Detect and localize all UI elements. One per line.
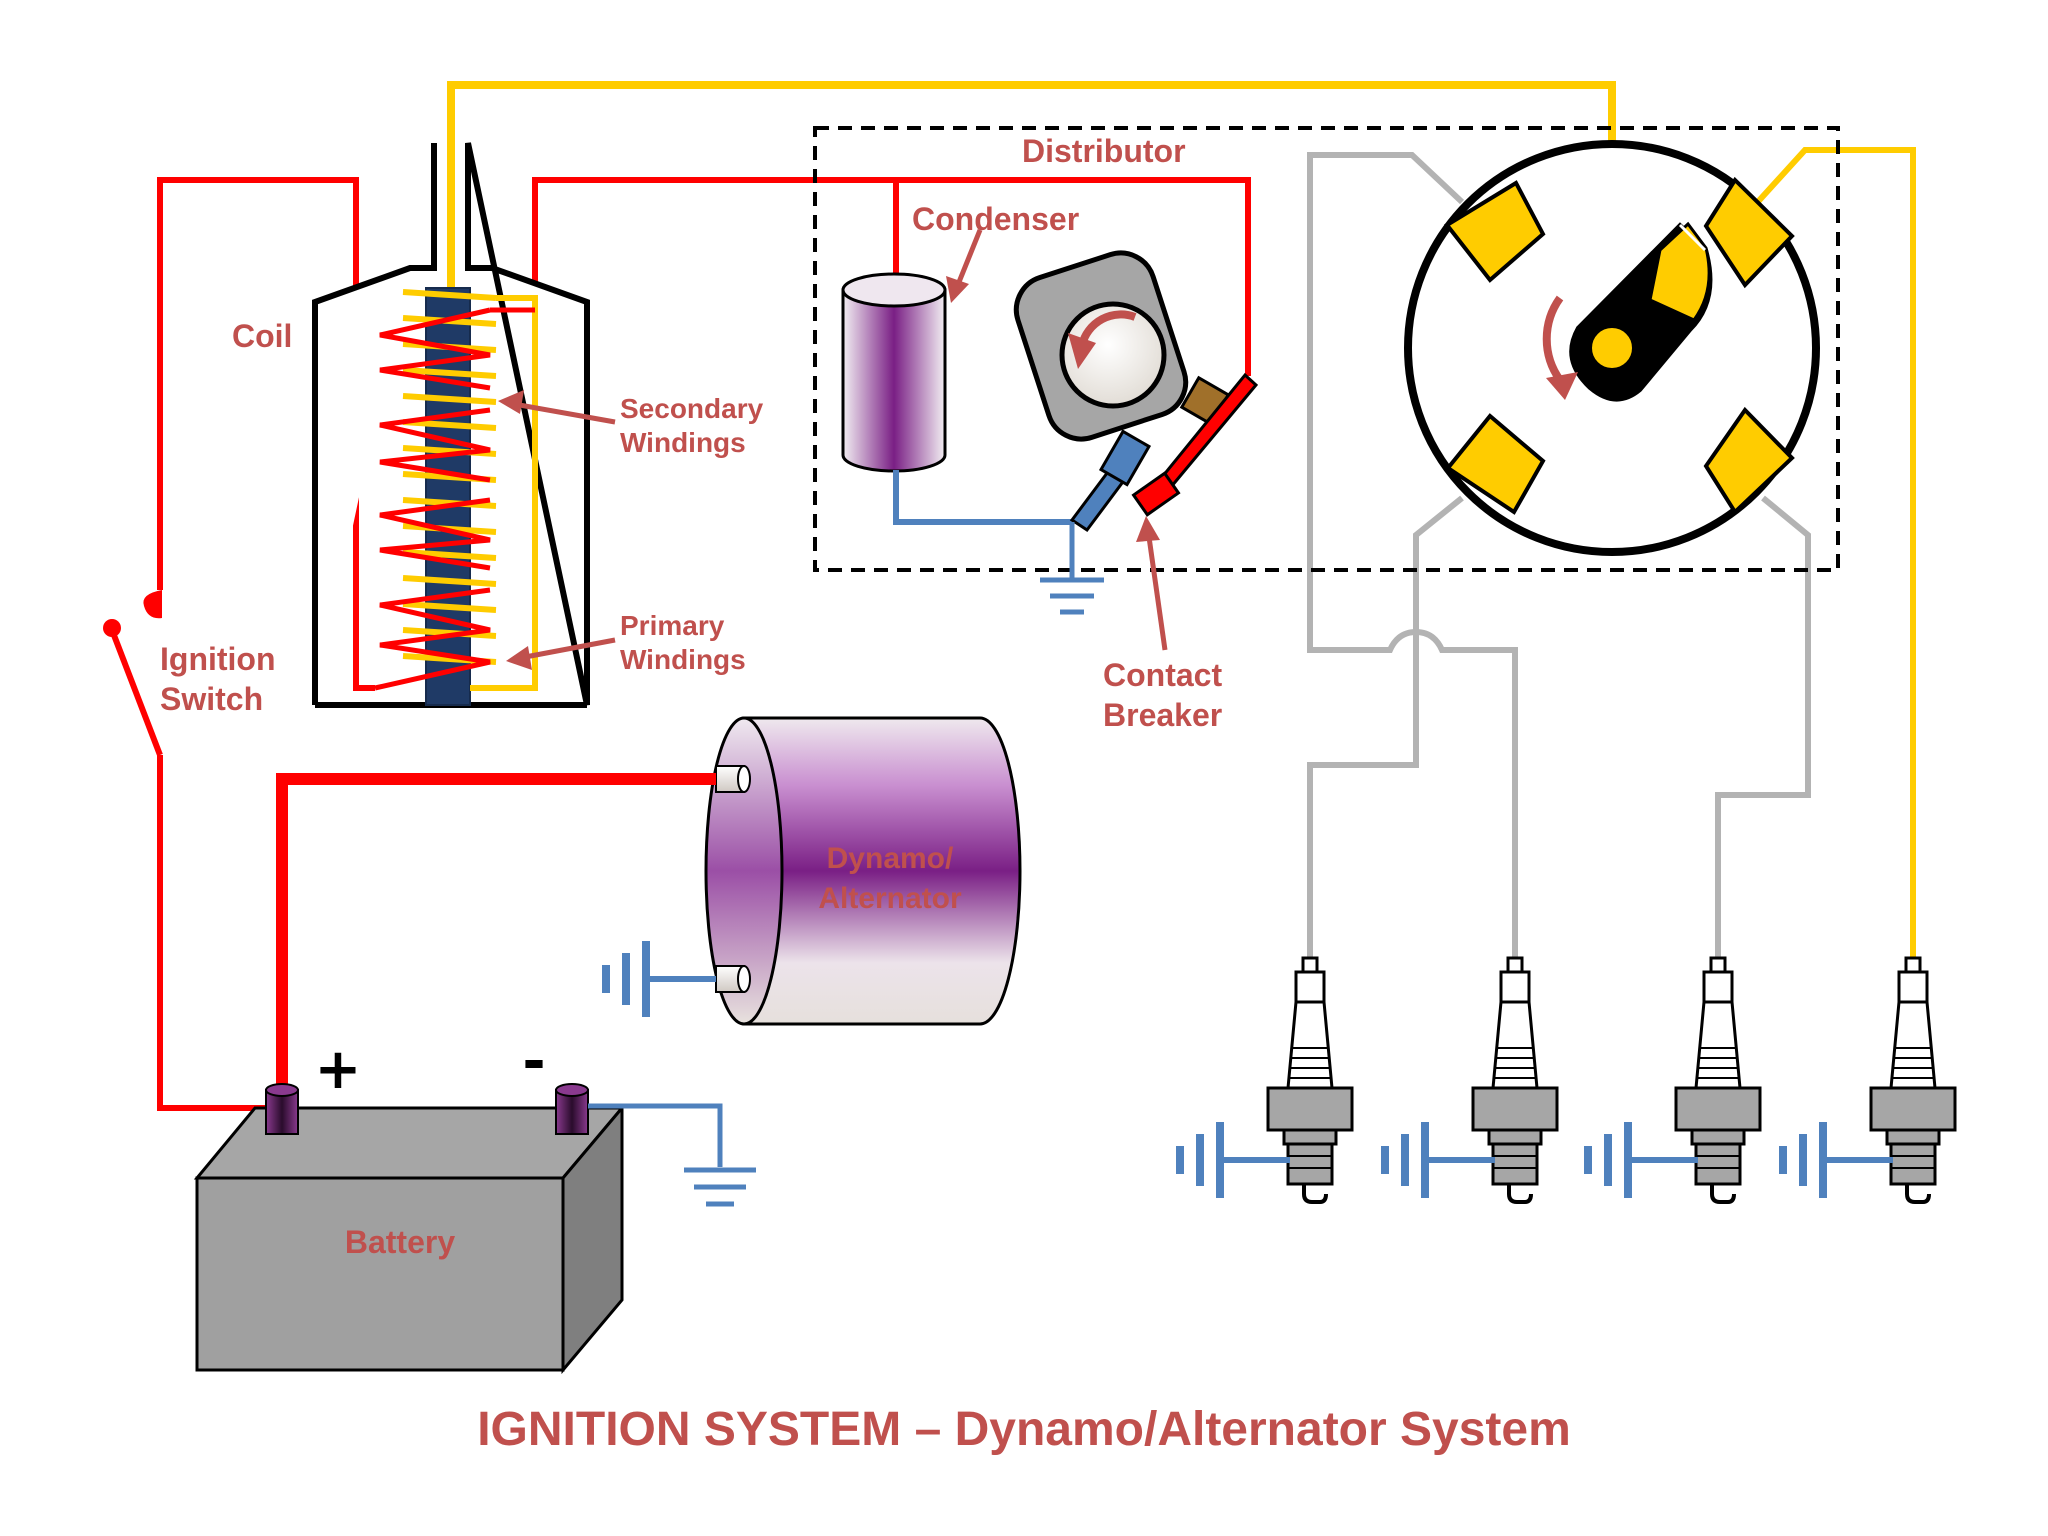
spark-plug-icon [1869, 956, 1957, 1204]
battery-plus-sign: + [315, 1037, 362, 1102]
distributor-box [813, 126, 1840, 572]
coil-icon [312, 142, 590, 708]
contact-breaker-icon [1069, 372, 1259, 533]
primary-windings-label-1: Primary [620, 610, 725, 641]
dynamo-icon [704, 716, 1022, 1026]
battery-feed-wire [157, 755, 282, 1111]
secondary-windings-label-2: Windings [620, 427, 746, 458]
ground-icon [1588, 1122, 1698, 1198]
plug-lead-4 [1752, 147, 1916, 958]
spark-plug-icon [1471, 956, 1559, 1204]
ground-icon [1180, 1122, 1290, 1198]
condenser-ground-wire [893, 470, 1072, 525]
spark-plug-icon [1674, 956, 1762, 1204]
primary-windings-label-2: Windings [620, 644, 746, 675]
battery-ground-icon [588, 1103, 756, 1207]
condenser-label: Condenser [912, 201, 1079, 237]
charging-wire [276, 773, 716, 1098]
primary-wire-to-breaker [532, 177, 1251, 376]
spark-plug-icon [1266, 956, 1354, 1204]
battery-label: Battery [345, 1224, 455, 1260]
distributor-label: Distributor [1022, 133, 1186, 169]
battery-minus-sign: - [522, 1029, 545, 1094]
secondary-windings-label-1: Secondary [620, 393, 764, 424]
plug-lead-2 [1307, 495, 1464, 958]
rotor-icon [1542, 221, 1713, 402]
cam-icon [1013, 250, 1189, 442]
dynamo-label-1: Dynamo/ [827, 842, 954, 875]
contact-breaker-label-1: Contact [1103, 657, 1222, 693]
breaker-ground-icon [1040, 522, 1104, 615]
contact-breaker-label-2: Breaker [1103, 697, 1222, 733]
diagram-title: IGNITION SYSTEM – Dynamo/Alternator Syst… [477, 1403, 1571, 1456]
coil-label: Coil [232, 318, 292, 354]
battery-icon [193, 1083, 626, 1375]
ground-icon [1385, 1122, 1495, 1198]
condenser-icon [841, 272, 947, 473]
ground-icon [1783, 1122, 1893, 1198]
ignition-switch-label-1: Ignition [160, 641, 276, 677]
plug-lead-3 [1715, 495, 1811, 958]
dynamo-ground-icon [606, 941, 716, 1017]
pointer-arrows [498, 229, 1168, 670]
ignition-switch-label-2: Switch [160, 681, 263, 717]
dynamo-label-2: Alternator [818, 882, 962, 915]
ignition-switch-icon [103, 590, 163, 757]
